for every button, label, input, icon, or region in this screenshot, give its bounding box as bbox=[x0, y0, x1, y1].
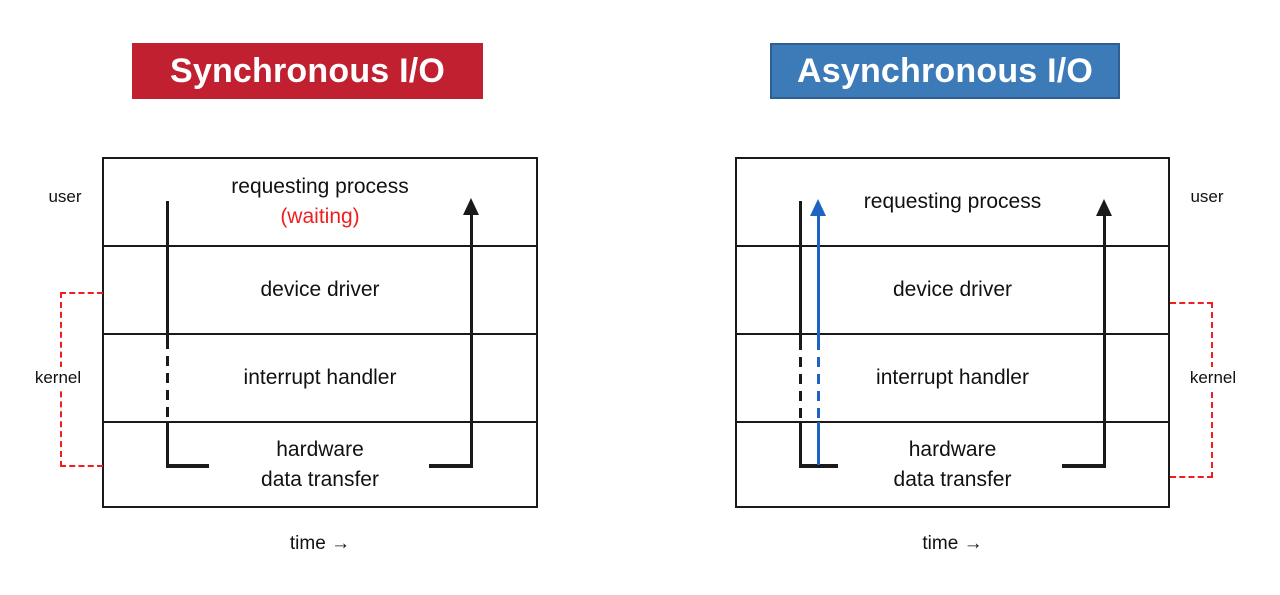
asynchronous-io-title: Asynchronous I/O bbox=[770, 43, 1120, 99]
data-transfer-label: data transfer bbox=[261, 467, 379, 491]
async-transfer-start-stub bbox=[799, 464, 838, 468]
async-call-line-solid-lower bbox=[799, 422, 802, 467]
device-driver-label: device driver bbox=[260, 278, 380, 301]
sync-transfer-end-stub bbox=[429, 464, 473, 468]
interrupt-handler-label: interrupt handler bbox=[876, 366, 1029, 389]
async-immediate-return-arrowhead-icon bbox=[810, 199, 826, 216]
async-kernel-bracket bbox=[1170, 302, 1213, 478]
async-immediate-return-line-dashed bbox=[817, 340, 820, 422]
sync-call-line-dashed bbox=[166, 339, 169, 421]
sync-row-device-driver: device driver bbox=[104, 245, 536, 333]
async-kernel-label: kernel bbox=[1181, 367, 1245, 389]
async-completion-line bbox=[1103, 214, 1106, 467]
async-call-line-solid bbox=[799, 201, 802, 340]
async-call-line-dashed bbox=[799, 340, 802, 422]
async-time-axis-label: time → bbox=[922, 533, 983, 554]
sync-row-hardware: hardware data transfer bbox=[104, 421, 536, 506]
device-driver-label: device driver bbox=[892, 278, 1013, 301]
async-immediate-return-line-lower bbox=[817, 422, 820, 465]
hardware-label: hardware bbox=[276, 437, 364, 461]
waiting-label: (waiting) bbox=[280, 205, 360, 228]
async-row-requesting-process: requesting process bbox=[737, 159, 1168, 245]
synchronous-io-title: Synchronous I/O bbox=[132, 43, 483, 99]
async-row-interrupt-handler: interrupt handler bbox=[737, 333, 1168, 421]
sync-time-axis-label: time → bbox=[289, 533, 351, 554]
sync-return-line bbox=[470, 213, 473, 467]
hardware-label: hardware bbox=[908, 437, 997, 461]
sync-kernel-label: kernel bbox=[26, 367, 90, 389]
interrupt-handler-label: interrupt handler bbox=[243, 366, 397, 389]
sync-row-requesting-process: requesting process (waiting) bbox=[104, 159, 536, 245]
sync-layer-box: requesting process (waiting) device driv… bbox=[102, 157, 538, 508]
sync-row-interrupt-handler: interrupt handler bbox=[104, 333, 536, 421]
sync-call-line-solid bbox=[166, 201, 169, 339]
async-row-hardware: hardware data transfer bbox=[737, 421, 1168, 506]
requesting-process-label: requesting process bbox=[231, 175, 409, 198]
async-row-device-driver: device driver bbox=[737, 245, 1168, 333]
sync-return-arrowhead-icon bbox=[463, 198, 479, 215]
sync-user-label: user bbox=[48, 187, 82, 206]
requesting-process-label: requesting process bbox=[863, 190, 1042, 213]
async-transfer-end-stub bbox=[1062, 464, 1106, 468]
async-immediate-return-line-solid bbox=[817, 214, 820, 340]
sync-transfer-start-stub bbox=[166, 464, 209, 468]
sync-call-line-solid-lower bbox=[166, 421, 169, 467]
async-user-label: user bbox=[1190, 187, 1224, 206]
async-completion-arrowhead-icon bbox=[1096, 199, 1112, 216]
data-transfer-label: data transfer bbox=[893, 467, 1012, 491]
